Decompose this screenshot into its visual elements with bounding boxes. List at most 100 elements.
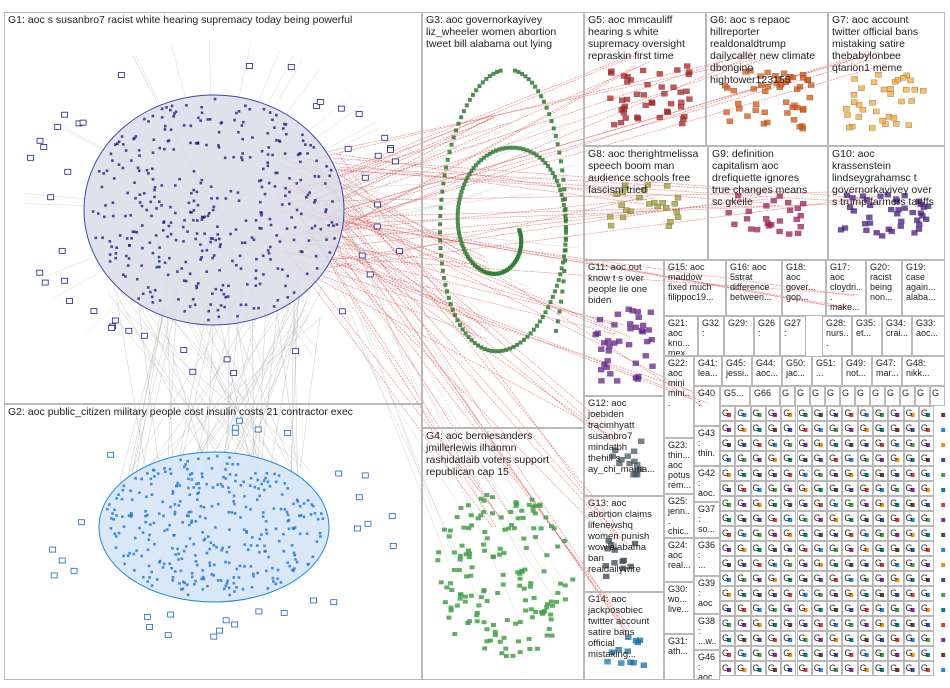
- node: [235, 585, 238, 589]
- node: [544, 553, 550, 558]
- node: [66, 298, 74, 304]
- small-group-label: G: [890, 558, 898, 568]
- node: [286, 295, 290, 299]
- node: [941, 533, 946, 537]
- group-label-g6: G6: aoc s repaoc hillreporter realdonald…: [710, 14, 816, 86]
- small-group-box: G: [735, 436, 751, 451]
- small-group-box: G: [888, 526, 904, 541]
- node: [474, 619, 480, 624]
- node: [298, 514, 301, 518]
- node: [910, 638, 915, 642]
- node: [521, 536, 527, 541]
- node: [864, 413, 869, 417]
- node: [187, 477, 190, 481]
- node: [444, 165, 449, 170]
- node: [727, 473, 731, 477]
- node: [114, 256, 118, 260]
- node: [355, 494, 363, 501]
- node: [221, 284, 225, 287]
- small-group-box: G: [827, 631, 843, 646]
- node: [818, 473, 823, 477]
- small-group-label: G: [859, 558, 867, 568]
- node: [678, 99, 685, 105]
- g2-cluster: [98, 451, 330, 603]
- small-group-label: G: [844, 438, 852, 448]
- node: [925, 503, 930, 507]
- node: [147, 120, 150, 123]
- node: [941, 548, 946, 552]
- small-group-box: G: [735, 421, 751, 436]
- small-group-box: G: [903, 451, 919, 466]
- node: [443, 282, 448, 287]
- node: [543, 160, 548, 165]
- small-group-label: G: [722, 408, 730, 418]
- small-group-box: G: [888, 436, 904, 451]
- node: [803, 653, 808, 657]
- small-group-label: G: [783, 423, 791, 433]
- small-group-label: G: [782, 388, 790, 398]
- group-label-g19: G19: case again... alaba...: [906, 262, 936, 302]
- node: [330, 599, 338, 606]
- node: [851, 76, 858, 82]
- node: [448, 581, 454, 586]
- small-group-box: G: [720, 406, 736, 421]
- node: [757, 638, 762, 642]
- node: [373, 223, 381, 230]
- node: [895, 593, 900, 597]
- node: [850, 208, 858, 214]
- small-group-box: G: [857, 451, 873, 466]
- node: [772, 548, 777, 552]
- node: [790, 117, 798, 123]
- node: [233, 512, 237, 515]
- small-group-box: G: [796, 526, 812, 541]
- node: [558, 187, 563, 192]
- node: [265, 569, 268, 573]
- small-group-label: G: [722, 603, 730, 613]
- small-group-box: G: [918, 586, 935, 601]
- node: [361, 472, 369, 479]
- node: [893, 199, 901, 205]
- node: [438, 238, 443, 243]
- small-group-label: G: [905, 498, 913, 508]
- node: [457, 553, 463, 558]
- node: [864, 623, 869, 627]
- small-group-box: G: [765, 481, 782, 496]
- small-group-box: G: [857, 436, 873, 451]
- node: [310, 226, 314, 230]
- edge: [125, 311, 304, 469]
- node: [893, 121, 900, 127]
- small-group-box: G: [765, 526, 782, 541]
- node: [254, 284, 258, 288]
- node: [117, 72, 125, 78]
- small-group-box: G: [750, 496, 766, 511]
- node: [125, 254, 128, 258]
- node: [267, 252, 271, 255]
- node: [777, 81, 785, 88]
- node: [772, 503, 777, 507]
- small-group-box: G: [750, 406, 766, 421]
- node: [243, 565, 246, 568]
- node: [484, 76, 489, 81]
- node: [330, 221, 334, 224]
- node: [286, 274, 290, 278]
- node: [147, 172, 150, 175]
- small-group-label: G: [798, 573, 806, 583]
- node: [500, 572, 506, 577]
- node: [163, 124, 167, 128]
- node: [727, 428, 731, 432]
- node: [91, 210, 95, 213]
- node: [562, 597, 568, 602]
- node: [277, 539, 281, 543]
- node: [332, 224, 335, 227]
- edge: [299, 190, 879, 202]
- edge: [266, 281, 303, 488]
- small-group-box: G: [888, 406, 904, 421]
- node: [121, 515, 124, 518]
- node: [726, 118, 733, 124]
- node: [169, 108, 172, 112]
- node: [194, 560, 198, 563]
- node: [888, 206, 895, 213]
- small-group-label: G: [752, 528, 760, 538]
- node: [742, 413, 747, 417]
- node: [531, 526, 537, 531]
